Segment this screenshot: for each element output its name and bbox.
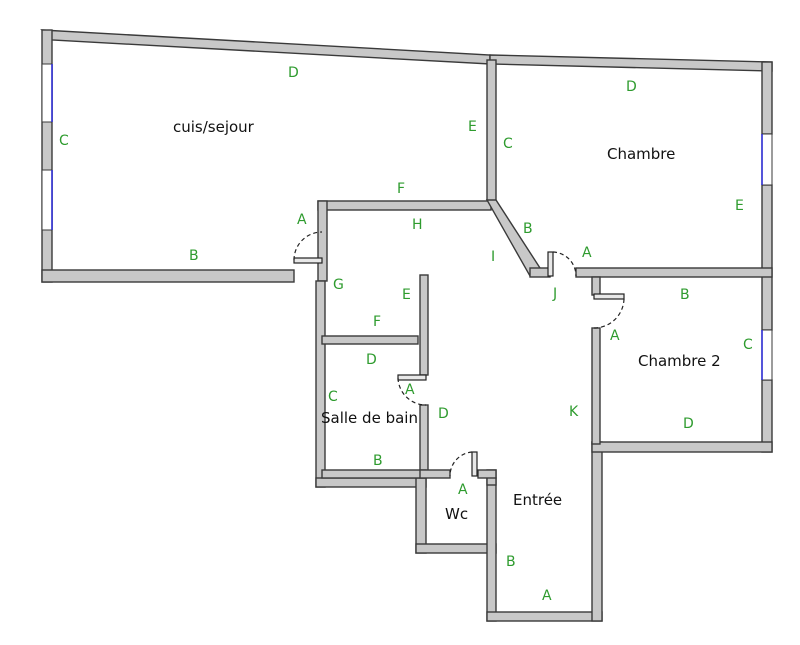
wall-label-ch-e: E (735, 198, 744, 214)
door-living-swing (293, 231, 323, 261)
wall-wc-left (315, 477, 427, 488)
window-frame-left-2 (41, 169, 53, 231)
wall-corridor-left (317, 200, 328, 282)
wall-entry-left (486, 477, 497, 622)
room-labels: cuis/sejour Chambre Chambre 2 Salle de b… (173, 118, 721, 523)
wall-label-ent-a: A (542, 588, 552, 604)
wall-entry-right (591, 441, 603, 622)
wall-label-ch-a: A (582, 245, 592, 261)
wall-living-south (317, 200, 492, 211)
wall-label-dg-h: H (412, 217, 423, 233)
wall-storage-bottom (321, 335, 419, 345)
wall-ch2-left-top (591, 276, 601, 296)
room-label-chambre-2: Chambre 2 (638, 352, 721, 370)
wall-label-ent-d: D (438, 406, 449, 422)
wall-label-ch-d: D (626, 79, 637, 95)
room-label-entree: Entrée (513, 491, 562, 509)
wall-label-cuis-f: F (397, 181, 405, 197)
window-frame-right-1 (761, 133, 773, 186)
door-wc-leaf (471, 451, 478, 477)
door-wc-swing (449, 451, 473, 477)
wall-storage-right (419, 274, 429, 376)
wall-label-cuis-d: D (288, 65, 299, 81)
wall-bedroom-bottom-b (575, 267, 773, 278)
wall-label-ent-k: K (569, 404, 579, 420)
wall-living-bedroom (486, 59, 497, 206)
wall-label-dg-i: I (491, 249, 495, 265)
door-living-leaf (293, 257, 323, 264)
wall-label-ch2-a: A (610, 328, 620, 344)
wall-ch2-bottom (591, 441, 773, 453)
wall-labels: D C E F A B D C E B A H I J G E F B A C … (59, 65, 753, 604)
wall-ch2-left (591, 327, 601, 445)
wall-label-sdb-c: C (328, 389, 338, 405)
wall-label-dg-j: J (552, 286, 557, 302)
wall-sdb-bottom (321, 469, 427, 479)
wall-label-ch2-c: C (743, 337, 753, 353)
door-bedroom-swing (552, 251, 577, 277)
room-label-wc: Wc (445, 505, 468, 523)
wall-label-sdb-d: D (366, 352, 377, 368)
walls (40, 29, 773, 622)
wall-label-dg-e: E (402, 287, 411, 303)
door-ch2-leaf (593, 293, 625, 300)
wall-wc-top-b (477, 469, 497, 479)
wall-wc-left-v (415, 477, 427, 554)
room-label-cuis-sejour: cuis/sejour (173, 118, 255, 136)
wall-label-ch2-d: D (683, 416, 694, 432)
room-label-salle-de-bain: Salle de bain (321, 409, 418, 427)
wall-label-ch-c: C (503, 136, 513, 152)
wall-right-lower (761, 379, 773, 453)
wall-sdb-left (315, 280, 326, 488)
wall-label-sdb-a: A (405, 382, 415, 398)
wall-entry-bottom (486, 611, 603, 622)
doors (293, 231, 625, 477)
windows (41, 63, 773, 381)
wall-top-left (40, 29, 491, 65)
wall-right-mid (761, 184, 773, 331)
door-sdb-leaf (397, 374, 427, 381)
door-ch2-swing (593, 298, 625, 329)
room-label-chambre: Chambre (607, 145, 675, 163)
wall-label-cuis-e: E (468, 119, 477, 135)
wall-sdb-right-lower (419, 404, 429, 476)
wall-label-sdb-b: B (373, 453, 383, 469)
wall-label-dg-g: G (333, 277, 344, 293)
wall-label-ent-b: B (506, 554, 516, 570)
window-frame-left-1 (41, 63, 53, 123)
window-frame-right-2 (761, 329, 773, 381)
wall-right-upper (761, 61, 773, 135)
wall-top-right (489, 54, 773, 72)
wall-label-cuis-a: A (297, 212, 307, 228)
door-sdb-swing (397, 377, 427, 406)
wall-label-ch2-b: B (680, 287, 690, 303)
wall-label-dg-f: F (373, 314, 381, 330)
door-bedroom-leaf (547, 251, 554, 277)
wall-bedroom-bottom-a (529, 267, 551, 278)
wall-wc-bottom (415, 543, 497, 554)
wall-label-cuis-b: B (189, 248, 199, 264)
wall-living-bottom-left (41, 269, 295, 283)
wall-label-ch-b: B (523, 221, 533, 237)
wall-label-cuis-c: C (59, 133, 69, 149)
wall-label-wc-a: A (458, 482, 468, 498)
wall-wc-top (419, 469, 451, 479)
